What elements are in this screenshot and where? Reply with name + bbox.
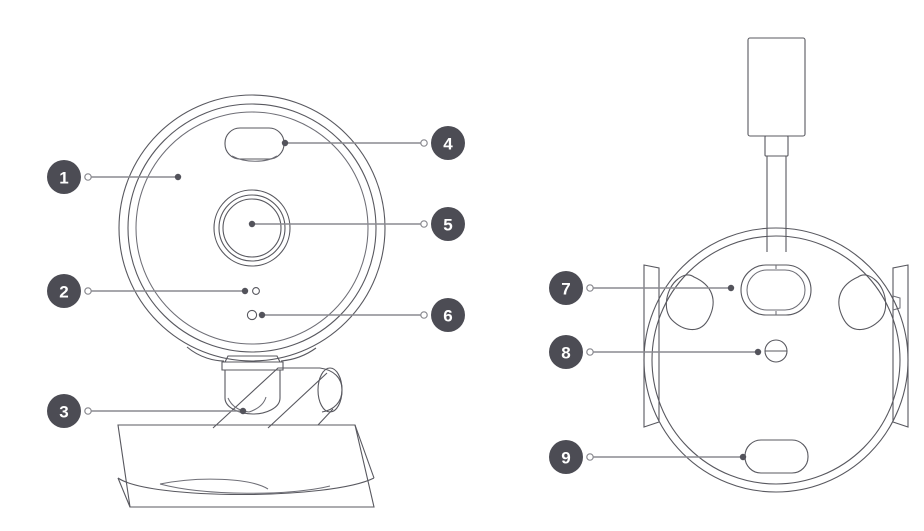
callout-badge[interactable] xyxy=(47,274,81,308)
leader-target-dot xyxy=(174,173,182,181)
callout-1-front-housing[interactable]: 1 xyxy=(47,160,182,194)
callout-badge[interactable] xyxy=(431,126,465,160)
leader-target-dot xyxy=(727,284,735,292)
callout-badge-number: 1 xyxy=(59,169,68,188)
leader-target-dot xyxy=(754,348,762,356)
callout-badge-number: 8 xyxy=(561,344,570,363)
callout-badge[interactable] xyxy=(549,271,583,305)
camera-back-view xyxy=(643,37,909,493)
usb-connector xyxy=(747,37,806,157)
leader-target-dot xyxy=(281,139,289,147)
callout-badge[interactable] xyxy=(47,160,81,194)
callout-4-top-slot[interactable]: 4 xyxy=(281,126,465,160)
rear-grooves xyxy=(665,274,887,331)
leader-ring xyxy=(84,287,92,295)
leader-target-dot xyxy=(739,453,747,461)
indicator-pinhole xyxy=(252,287,260,295)
leader-target-dot xyxy=(248,220,256,228)
back-disc xyxy=(643,227,909,493)
power-cable xyxy=(766,156,787,252)
callout-badge[interactable] xyxy=(549,440,583,474)
leader-ring xyxy=(420,139,428,147)
callout-badge-number: 2 xyxy=(59,283,68,302)
callout-badge-number: 7 xyxy=(561,280,570,299)
callout-layer: 1 2 3 4 5 6 7 8 9 xyxy=(47,126,762,474)
camera-base xyxy=(117,424,375,508)
callout-badge[interactable] xyxy=(431,207,465,241)
camera-stand-arm xyxy=(212,367,343,429)
leader-ring xyxy=(586,284,594,292)
callout-badge[interactable] xyxy=(549,335,583,369)
callout-badge-number: 6 xyxy=(443,307,452,326)
callout-badge[interactable] xyxy=(47,394,81,428)
callout-6-sensor-hole[interactable]: 6 xyxy=(258,298,465,332)
camera-housing xyxy=(118,94,386,362)
camera-hinge xyxy=(186,346,317,415)
leader-ring xyxy=(586,453,594,461)
leader-target-dot xyxy=(239,407,247,415)
front-top-slot xyxy=(224,127,285,162)
callout-2-indicator-pinhole[interactable]: 2 xyxy=(47,274,249,308)
callout-badge-number: 4 xyxy=(443,135,453,154)
rear-slot xyxy=(740,264,812,316)
callout-badge-number: 9 xyxy=(561,449,570,468)
sensor-hole xyxy=(246,309,258,321)
callout-3-stand-hinge[interactable]: 3 xyxy=(47,394,247,428)
leader-ring xyxy=(420,311,428,319)
camera-front-view xyxy=(117,94,386,508)
leader-ring xyxy=(420,220,428,228)
leader-target-dot xyxy=(241,287,249,295)
leader-ring xyxy=(84,173,92,181)
leader-target-dot xyxy=(258,311,266,319)
callout-badge[interactable] xyxy=(431,298,465,332)
leader-ring xyxy=(586,348,594,356)
callout-badge-number: 5 xyxy=(443,216,452,235)
bottom-vent xyxy=(744,439,809,474)
callout-9-bottom-vent[interactable]: 9 xyxy=(549,440,747,474)
camera-lens xyxy=(213,189,291,267)
leader-ring xyxy=(84,407,92,415)
callout-badge-number: 3 xyxy=(59,403,68,422)
screw xyxy=(764,339,788,363)
callout-5-lens[interactable]: 5 xyxy=(248,207,465,241)
callout-8-screw[interactable]: 8 xyxy=(549,335,762,369)
side-tabs xyxy=(643,264,909,428)
callout-7-rear-slot[interactable]: 7 xyxy=(549,271,735,305)
